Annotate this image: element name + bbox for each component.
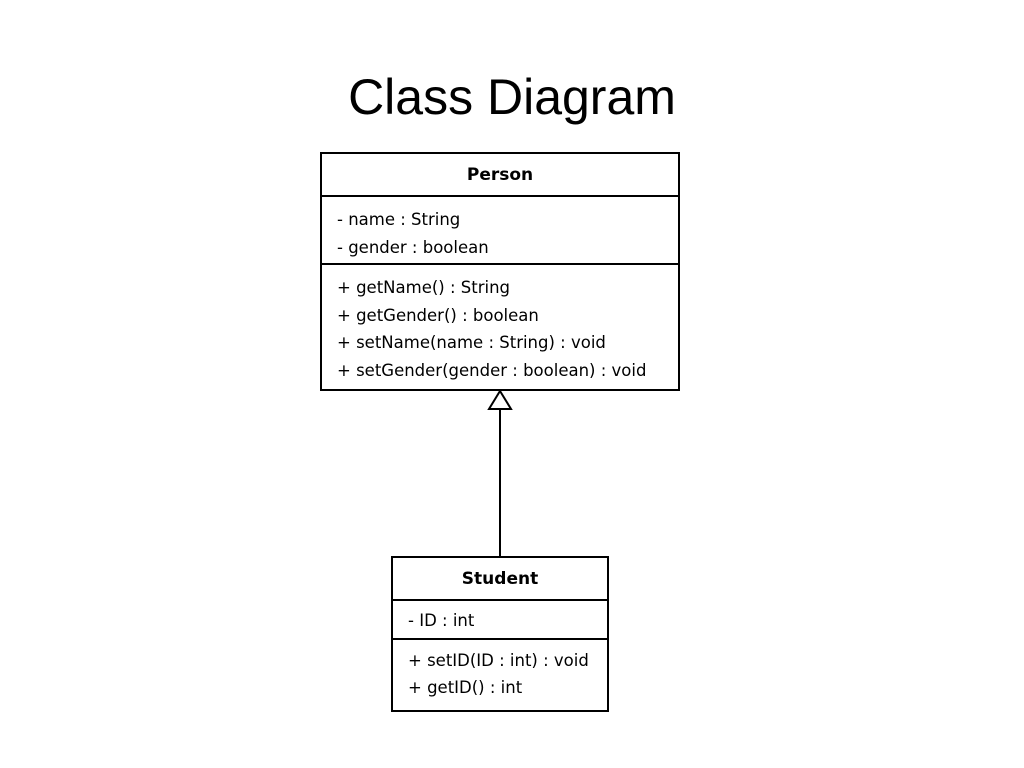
person-class-name: Person — [322, 154, 678, 197]
person-class-box[interactable]: Person - name : String - gender : boolea… — [320, 152, 680, 391]
operation-item: + getID() : int — [408, 678, 523, 697]
student-attributes: - ID : int — [393, 601, 607, 640]
attribute-item: - gender : boolean — [337, 237, 489, 257]
student-class-box[interactable]: Student - ID : int + setID(ID : int) : v… — [391, 556, 609, 712]
generalization-arrowhead — [487, 389, 513, 410]
operation-item: + getName() : String — [337, 278, 511, 297]
attribute-item: - name : String — [337, 210, 461, 229]
operation-item: + getGender() : boolean — [337, 305, 539, 325]
attribute-item: - ID : int — [408, 611, 475, 630]
person-operations: + getName() : String + getGender() : boo… — [322, 265, 678, 384]
diagram-title: Class Diagram — [348, 69, 676, 125]
operation-item: + setName(name : String) : void — [337, 333, 606, 352]
student-operations: + setID(ID : int) : void + getID() : int — [393, 640, 607, 703]
operation-item: + setID(ID : int) : void — [408, 651, 589, 670]
student-class-name: Student — [393, 558, 607, 601]
person-attributes: - name : String - gender : boolean — [322, 197, 678, 265]
operation-item: + setGender(gender : boolean) : void — [337, 360, 647, 380]
